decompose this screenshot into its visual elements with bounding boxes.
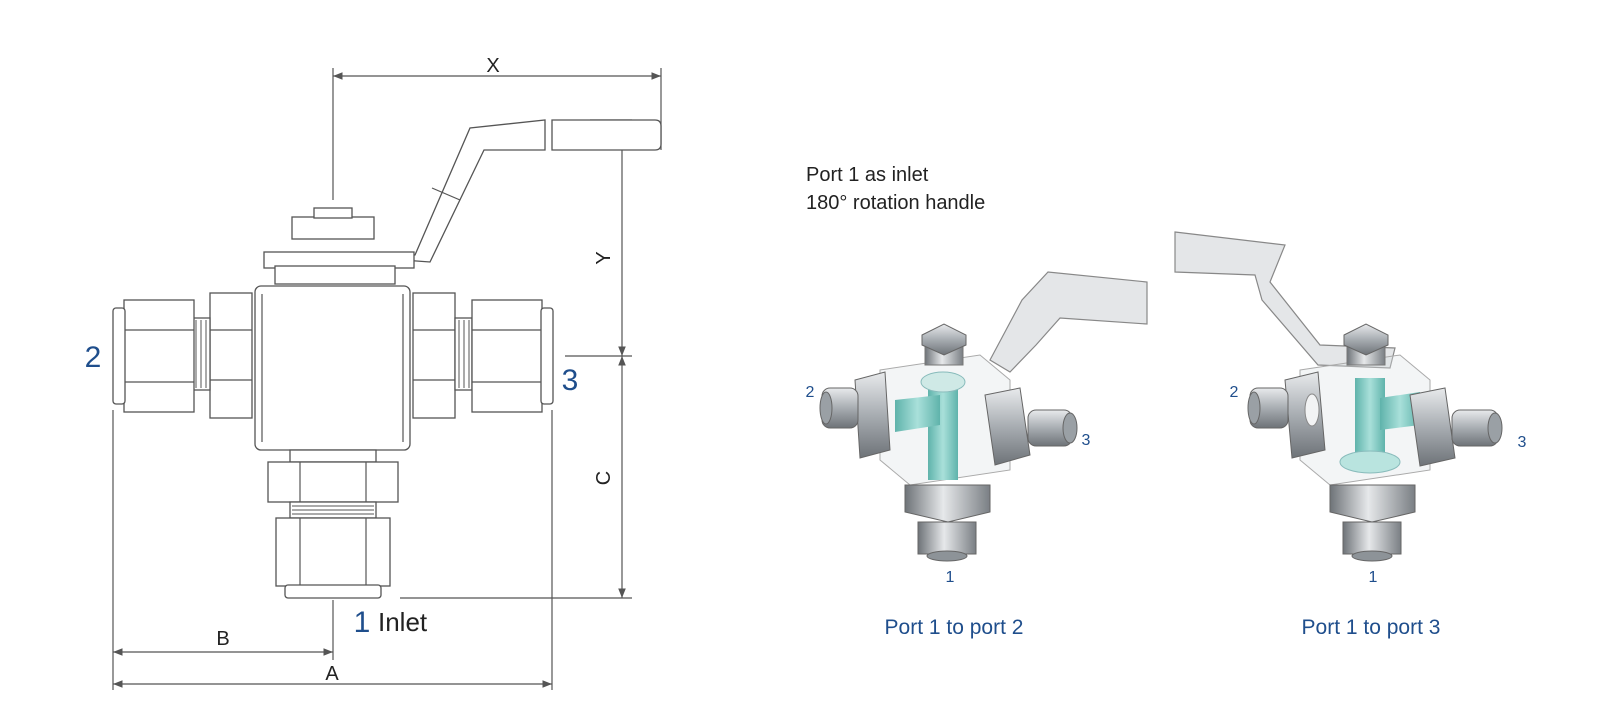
view2-port-3-label: 3 (1518, 434, 1527, 451)
left-body-nut (209, 292, 253, 419)
left-compression-nut (123, 299, 195, 413)
port-1-fitting (917, 521, 977, 555)
handle-render (989, 271, 1148, 373)
view2-port-1-label: 1 (1369, 569, 1378, 586)
view-port1-to-port3: 2 3 1 Port 1 to port 3 (1174, 231, 1527, 639)
handle-outline (332, 119, 546, 263)
view2-caption: Port 1 to port 3 (1302, 616, 1441, 639)
right-body-nut (412, 292, 456, 419)
view1-port-3-label: 3 (1082, 432, 1091, 449)
right-compression-nut (471, 299, 543, 413)
port-1-label: 1 (354, 606, 371, 639)
dimension-b-label: B (216, 628, 229, 650)
view1-port-2-label: 2 (806, 384, 815, 401)
dimension-c-label: C (593, 471, 615, 485)
valve-body (254, 285, 411, 451)
flow-path-right (1380, 392, 1420, 430)
stem-nut (291, 216, 375, 240)
bottom-body-nut (267, 461, 399, 503)
view2-port-2-label: 2 (1230, 384, 1239, 401)
dimension-y-label: Y (593, 251, 615, 264)
port-2-label: 2 (85, 341, 102, 374)
dimension-x-label: X (486, 55, 499, 77)
inlet-label: Inlet (378, 607, 428, 637)
handle-tip (551, 119, 662, 151)
flow-path-vertical (928, 380, 958, 480)
port-3-label: 3 (562, 364, 579, 397)
dimension-a-label: A (325, 663, 339, 685)
view1-port-1-label: 1 (946, 569, 955, 586)
view-port1-to-port2: 2 3 1 Port 1 to port 2 (806, 271, 1148, 639)
technical-drawing: X Y C B A 2 3 1 Inlet (85, 55, 662, 690)
flow-path-left (895, 395, 940, 432)
bottom-compression-nut (275, 517, 391, 587)
view1-caption: Port 1 to port 2 (885, 616, 1024, 639)
handle-render (1174, 231, 1396, 369)
note-line-1: Port 1 as inlet (806, 164, 929, 186)
note-line-2: 180° rotation handle (806, 192, 985, 214)
